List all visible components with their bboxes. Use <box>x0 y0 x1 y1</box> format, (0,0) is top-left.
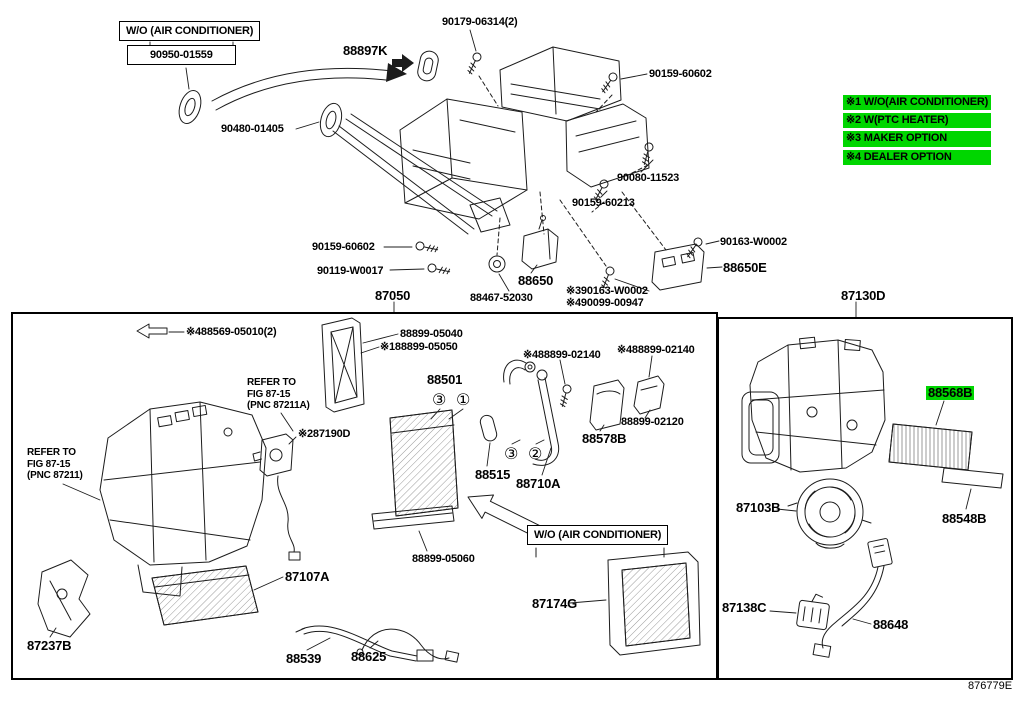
refer-note-line: (PNC 87211) <box>27 470 83 481</box>
refer-note-line: (PNC 87211A) <box>247 400 310 411</box>
refer-note-line: FIG 87-15 <box>27 458 71 470</box>
section-label-87050: 87050 <box>375 288 411 303</box>
legend-item-4: ※4 DEALER OPTION <box>843 149 992 165</box>
refer-note-b: REFER TO FIG 87-15 (PNC 87211) <box>27 447 83 482</box>
option-legend: ※1 W/O(AIR CONDITIONER) ※2 W(PTC HEATER)… <box>843 95 992 165</box>
part-label-87174G: 87174G <box>532 596 578 611</box>
legend-item-2: ※2 W(PTC HEATER) <box>843 113 992 129</box>
clamp-88897K-drawing <box>417 50 439 82</box>
part-label-87103B: 87103B <box>736 500 781 515</box>
legend-item-1: ※1 W/O(AIR CONDITIONER) <box>843 95 992 111</box>
circled-number-1: ① <box>456 390 471 409</box>
left-leader-lines <box>49 331 653 651</box>
part-label-90159-60602-left: 90159-60602 <box>312 241 375 253</box>
part-label-88515: 88515 <box>475 467 511 482</box>
part-label-390163-W0002: ※390163-W0002 <box>566 285 648 297</box>
legend-item-3: ※3 MAKER OPTION <box>843 131 992 147</box>
refer-note-line: FIG 87-15 <box>247 388 291 400</box>
heater-assembly-drawing <box>178 46 705 291</box>
part-label-87190D: ※287190D <box>298 428 351 440</box>
part-label-87237B: 87237B <box>27 638 72 653</box>
part-label-88897K: 88897K <box>343 43 388 58</box>
part-label-88650E: 88650E <box>723 260 767 275</box>
part-label-87138C: 87138C <box>722 600 767 615</box>
part-label-88625: 88625 <box>351 649 387 664</box>
part-label-88578B: 88578B <box>582 431 627 446</box>
curved-arrow-icon <box>211 63 407 111</box>
part-label-88899-05060: 88899-05060 <box>412 553 475 565</box>
part-label-88548B: 88548B <box>942 511 987 526</box>
circled-number-2: ② <box>528 444 543 463</box>
circled-number-3: ③ <box>432 390 447 409</box>
part-label-87107A: 87107A <box>285 569 330 584</box>
leader-lines <box>149 29 857 318</box>
part-label-90080-11523: 90080-11523 <box>617 172 680 184</box>
section-box-87130D <box>717 317 1013 680</box>
figure-code: 876779E <box>968 680 1013 692</box>
refer-note-line: REFER TO <box>247 377 296 388</box>
part-label-88501: 88501 <box>427 372 463 387</box>
section-box-87050 <box>11 312 718 680</box>
wo-air-conditioner-note-top: W/O (AIR CONDITIONER) <box>119 21 261 42</box>
part-label-88467-52030: 88467-52030 <box>470 292 533 304</box>
left-box-drawing <box>37 317 701 663</box>
label-arrow-icon <box>392 54 414 72</box>
part-label-88648: 88648 <box>873 617 909 632</box>
right-leader-lines <box>769 400 972 625</box>
part-label-490099-00947: ※490099-00947 <box>566 297 644 309</box>
part-label-88650: 88650 <box>518 273 554 288</box>
part-label-90159-60213: 90159-60213 <box>572 197 635 209</box>
part-label-90159-60602-right: 90159-60602 <box>649 68 712 80</box>
part-label-90179-06314: 90179-06314(2) <box>442 16 518 28</box>
part-label-88899-05040: 88899-05040 <box>400 328 463 340</box>
right-box-drawing <box>741 336 1004 658</box>
part-label-88539: 88539 <box>286 651 322 666</box>
part-label-90119-W0017: 90119-W0017 <box>317 265 384 277</box>
part-label-88899-02120: 88899-02120 <box>621 416 684 428</box>
part-label-488899-02140-b: ※488899-02140 <box>617 344 695 356</box>
part-label-88568B-highlighted: 88568B <box>926 385 975 401</box>
part-label-90163-W0002: 90163-W0002 <box>720 236 787 248</box>
refer-note-a: REFER TO FIG 87-15 (PNC 87211A) <box>247 377 310 412</box>
section-label-87130D: 87130D <box>841 288 886 303</box>
part-label-488899-02140-a: ※488899-02140 <box>523 349 601 361</box>
part-label-90480-01405: 90480-01405 <box>221 123 284 135</box>
part-label-88710A: 88710A <box>516 476 561 491</box>
refer-note-line: REFER TO <box>27 447 76 458</box>
wo-air-conditioner-note-bottom: W/O (AIR CONDITIONER) <box>527 525 669 546</box>
circled-number-3: ③ <box>504 444 519 463</box>
part-label-188899-05050: ※188899-05050 <box>380 341 458 353</box>
alignment-dashes <box>478 75 667 267</box>
part-label-488569-05010: ※488569-05010(2) <box>186 326 277 338</box>
grommet-icon <box>178 90 343 138</box>
part-label-90950-01559: 90950-01559 <box>127 45 236 66</box>
